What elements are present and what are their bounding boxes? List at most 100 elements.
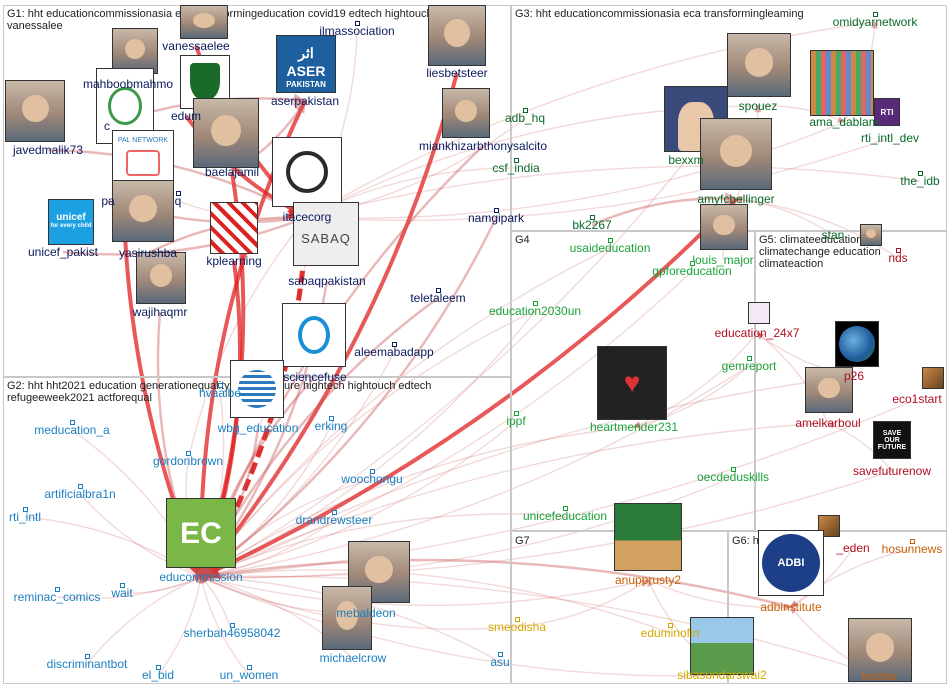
node-label: adbinstitute bbox=[760, 601, 821, 614]
adbi-logo-icon[interactable]: ADBI bbox=[758, 530, 824, 596]
node-label: hosunnews bbox=[882, 543, 943, 556]
node-label: teletaleem bbox=[410, 292, 465, 305]
node-label: nds bbox=[888, 252, 907, 265]
node-label: wbg_education bbox=[218, 422, 299, 435]
node-label: eduminofin bbox=[641, 627, 700, 640]
node-label: the_idb bbox=[900, 175, 939, 188]
node-label: rti_intl_dev bbox=[861, 132, 919, 145]
node-label: unicef_pakist bbox=[28, 246, 98, 259]
node-label: reminac_comics bbox=[14, 591, 101, 604]
node-label: wait bbox=[111, 587, 132, 600]
group-label-g3: G3: hht educationcommissionasia eca tran… bbox=[515, 8, 845, 20]
node-label: sibasundarswai2 bbox=[677, 669, 766, 682]
node-label: hvaalbe bbox=[199, 387, 241, 400]
node-label: pa bbox=[101, 195, 114, 208]
node-label: heartmender231 bbox=[590, 421, 678, 434]
group-label-g4: G4 bbox=[515, 234, 530, 246]
node-label: mebaldeon bbox=[336, 607, 395, 620]
node-label: mahboobmahmo bbox=[83, 78, 173, 91]
node-label: sabaqpakistan bbox=[288, 275, 365, 288]
node-label: usaideducation bbox=[570, 242, 651, 255]
node-label: vanessaelee bbox=[162, 40, 229, 53]
node-label: bk2267 bbox=[572, 219, 611, 232]
node-label: kplearning bbox=[206, 255, 261, 268]
person-photo-icon[interactable] bbox=[193, 98, 259, 168]
node-label: artificialbra1n bbox=[44, 488, 115, 501]
node-label: education_24x7 bbox=[715, 327, 800, 340]
ec-logo-icon[interactable]: EC bbox=[166, 498, 236, 568]
node-label: educommission bbox=[159, 571, 242, 584]
node-label: spouez bbox=[739, 100, 778, 113]
save-future-logo-icon[interactable]: SAVE OUR FUTURE bbox=[873, 421, 911, 459]
node-label: un_women bbox=[220, 669, 279, 682]
node-label: yasirushba bbox=[119, 247, 177, 260]
node-label: amelkarboul bbox=[795, 417, 860, 430]
node-label: keubsr bbox=[862, 670, 898, 683]
earth-photo-icon[interactable] bbox=[835, 321, 879, 367]
node-label: stan bbox=[822, 229, 845, 242]
node-label: meducation_a bbox=[34, 424, 109, 437]
person-photo-icon[interactable] bbox=[428, 5, 486, 66]
node-label: ilmassociation bbox=[319, 25, 394, 38]
node-label: eco1start bbox=[892, 393, 941, 406]
node-label: anupprusty2 bbox=[615, 574, 681, 587]
node-label: sherbah46958042 bbox=[184, 627, 281, 640]
node-label: adb_hq bbox=[505, 112, 545, 125]
node-label: michaelcrow bbox=[320, 652, 387, 665]
node-label: gemreport bbox=[722, 360, 777, 373]
node-label: p26 bbox=[844, 370, 864, 383]
node-label: gpforeducation bbox=[652, 265, 731, 278]
node-label: itacecorg bbox=[283, 211, 332, 224]
node-label: amyfcbellinger bbox=[697, 193, 774, 206]
person-photo-icon[interactable] bbox=[112, 180, 174, 242]
person-photo-icon[interactable] bbox=[442, 88, 490, 138]
person-photo-icon[interactable] bbox=[700, 204, 748, 250]
small-logo-icon[interactable] bbox=[748, 302, 770, 324]
dot-icon[interactable] bbox=[860, 224, 882, 246]
node-label: discriminantbot bbox=[47, 658, 128, 671]
node-label: education2030un bbox=[489, 305, 581, 318]
node-label: gordonbrown bbox=[153, 455, 223, 468]
mosaic-photo-icon[interactable] bbox=[810, 50, 874, 116]
node-label: asu bbox=[490, 656, 509, 669]
node-label: ippf bbox=[506, 415, 525, 428]
node-label: ama_dablam bbox=[809, 116, 878, 129]
node-label: drandrewsteer bbox=[296, 514, 373, 527]
node-label: q bbox=[175, 195, 182, 208]
itacec-logo-icon[interactable] bbox=[272, 137, 342, 207]
node-label: omidyarnetwork bbox=[833, 16, 918, 29]
node-label: edum bbox=[171, 110, 201, 123]
pattern-logo-icon[interactable] bbox=[210, 202, 258, 254]
node-label: el_bid bbox=[142, 669, 174, 682]
node-label: oecdeduskills bbox=[697, 471, 769, 484]
node-label: sciencefuse bbox=[283, 371, 346, 384]
group-label-g7: G7 bbox=[515, 535, 530, 547]
outdoor-photo-icon[interactable] bbox=[690, 617, 754, 675]
node-label: woochongu bbox=[341, 473, 402, 486]
group-photo-icon[interactable] bbox=[614, 503, 682, 571]
node-label: unicefeducation bbox=[523, 510, 607, 523]
node-label: namgipark bbox=[468, 212, 524, 225]
node-label: csf_india bbox=[492, 162, 539, 175]
person-photo-icon[interactable] bbox=[700, 118, 772, 190]
node-label: erking bbox=[315, 420, 348, 433]
node-label: liesbetsteer bbox=[426, 67, 487, 80]
heart-logo-icon[interactable]: ♥ bbox=[597, 346, 667, 420]
node-label: aserpakistan bbox=[271, 95, 339, 108]
person-photo-icon[interactable] bbox=[727, 33, 791, 97]
node-label: rti_intl bbox=[9, 511, 41, 524]
node-label: wajihaqmr bbox=[133, 306, 188, 319]
person-photo-icon[interactable] bbox=[5, 80, 65, 142]
node-label: bexxm bbox=[668, 154, 703, 167]
s-logo-icon[interactable] bbox=[282, 303, 346, 367]
small-photo-icon[interactable] bbox=[922, 367, 944, 389]
node-label: smeodisha bbox=[488, 621, 546, 634]
node-label: aleemabadapp bbox=[354, 346, 433, 359]
node-label: savefuturenow bbox=[853, 465, 931, 478]
node-label: _eden bbox=[836, 542, 869, 555]
person-photo-icon[interactable] bbox=[180, 5, 228, 39]
node-label: javedmalik73 bbox=[13, 144, 83, 157]
